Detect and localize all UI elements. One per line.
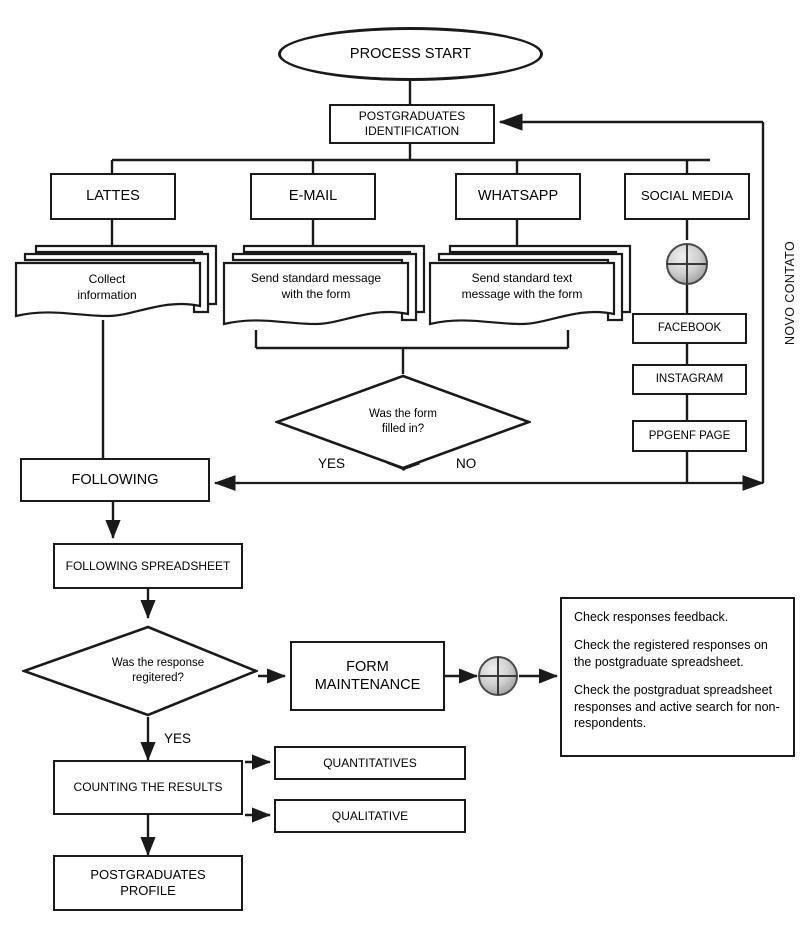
node-email-label: E-MAIL <box>288 188 338 205</box>
node-counting-the-results[interactable]: COUNTING THE RESULTS <box>53 760 243 815</box>
node-send-standard-message[interactable]: Send standard message with the form <box>222 242 428 326</box>
node-following[interactable]: FOLLOWING <box>20 458 210 502</box>
node-postgraduates-identification-label: POSTGRADUATES IDENTIFICATION <box>358 109 466 138</box>
node-process-start-label: PROCESS START <box>349 45 472 62</box>
node-quantitatives-label: QUANTITATIVES <box>323 755 417 770</box>
node-collect-information-label: Collect information <box>77 272 137 302</box>
edge-label-response-yes: YES <box>164 731 192 746</box>
node-social-media-label: SOCIAL MEDIA <box>641 188 733 204</box>
node-collect-information[interactable]: Collect information <box>14 242 220 324</box>
node-send-standard-message-label: Send standard message with the form <box>250 271 382 301</box>
node-following-label: FOLLOWING <box>71 471 159 488</box>
node-postgraduates-profile[interactable]: POSTGRADUATES PROFILE <box>53 855 243 911</box>
node-ppgenf-page-label: PPGENF PAGE <box>648 429 731 442</box>
edge-label-form-no: NO <box>456 456 477 471</box>
node-decision-response-registered-label: Was the response regitered? <box>111 657 205 684</box>
node-following-spreadsheet[interactable]: FOLLOWING SPREADSHEET <box>53 543 243 589</box>
node-form-maintenance-label: FORM MAINTENANCE <box>314 658 421 693</box>
social-media-merge-connector[interactable] <box>663 240 711 288</box>
node-process-start[interactable]: PROCESS START <box>278 27 543 81</box>
node-quantitatives[interactable]: QUANTITATIVES <box>274 746 466 780</box>
node-qualitative-label: QUALITATIVE <box>331 808 409 823</box>
node-instagram-label: INSTAGRAM <box>655 373 724 386</box>
node-email[interactable]: E-MAIL <box>250 173 376 220</box>
note-line-1: Check responses feedback. <box>574 610 729 624</box>
node-facebook-label: FACEBOOK <box>657 322 722 335</box>
node-postgraduates-profile-label: POSTGRADUATES PROFILE <box>90 866 206 898</box>
node-instagram[interactable]: INSTAGRAM <box>632 364 747 395</box>
node-counting-the-results-label: COUNTING THE RESULTS <box>73 780 223 794</box>
novo-contato-label: NOVO CONTATO <box>783 240 797 345</box>
node-facebook[interactable]: FACEBOOK <box>632 313 747 344</box>
node-decision-form-filled-label: Was the form filled in? <box>369 408 437 435</box>
node-lattes[interactable]: LATTES <box>50 173 176 220</box>
node-decision-response-registered[interactable]: Was the response regitered? <box>22 625 258 717</box>
edge-label-form-yes: YES <box>318 456 346 471</box>
node-ppgenf-page[interactable]: PPGENF PAGE <box>632 420 747 452</box>
checks-note-box: Check responses feedback. Check the regi… <box>560 597 795 757</box>
node-following-spreadsheet-label: FOLLOWING SPREADSHEET <box>65 558 231 573</box>
node-social-media[interactable]: SOCIAL MEDIA <box>624 173 750 220</box>
node-postgraduates-identification[interactable]: POSTGRADUATES IDENTIFICATION <box>329 104 495 144</box>
node-form-maintenance[interactable]: FORM MAINTENANCE <box>290 641 445 711</box>
node-send-standard-text[interactable]: Send standard text message with the form <box>428 242 634 326</box>
node-qualitative[interactable]: QUALITATIVE <box>274 799 466 833</box>
node-lattes-label: LATTES <box>86 188 140 205</box>
node-whatsapp[interactable]: WHATSAPP <box>455 173 581 220</box>
node-send-standard-text-label: Send standard text message with the form <box>461 271 583 301</box>
note-line-3: Check the postgraduat spreadsheet respon… <box>574 682 780 731</box>
note-line-2: Check the registered responses on the po… <box>574 637 768 669</box>
node-decision-form-filled[interactable]: Was the form filled in? <box>275 374 531 470</box>
form-maintenance-merge-connector[interactable] <box>475 653 521 699</box>
node-whatsapp-label: WHATSAPP <box>477 188 559 205</box>
